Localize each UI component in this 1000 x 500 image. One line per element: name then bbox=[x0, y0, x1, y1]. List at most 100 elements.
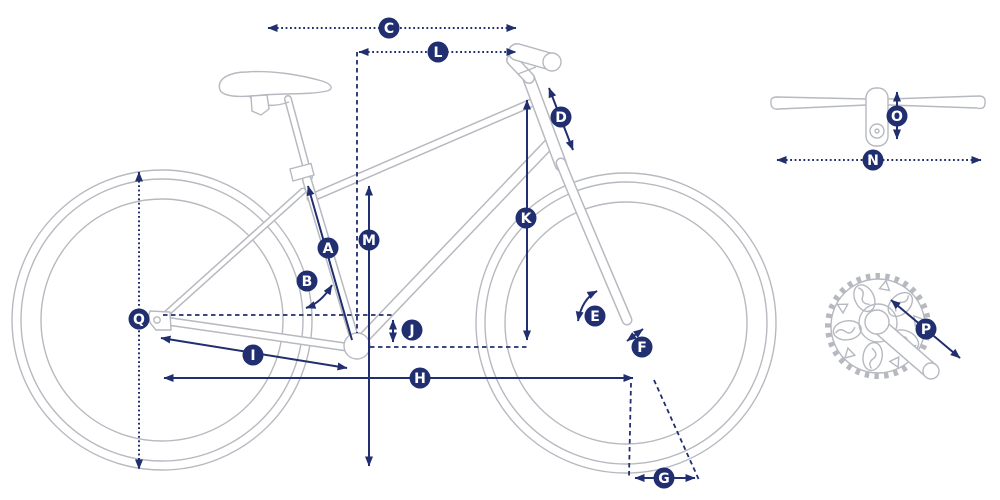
measurement-M: M bbox=[358, 185, 380, 467]
seat-collar bbox=[289, 162, 315, 182]
head-angle-arc bbox=[575, 290, 598, 322]
marker-K-circle bbox=[515, 207, 537, 229]
marker-L-letter: L bbox=[434, 45, 443, 61]
steering-axis-guide bbox=[653, 379, 700, 481]
marker-J: J bbox=[401, 319, 423, 341]
seat-tube-fill bbox=[303, 176, 361, 351]
marker-I-letter: I bbox=[250, 348, 255, 364]
marker-F: F bbox=[631, 336, 653, 358]
cutout-notch bbox=[843, 346, 857, 359]
marker-O-circle bbox=[886, 105, 908, 127]
marker-L-circle bbox=[427, 41, 449, 63]
cutout-detail bbox=[869, 347, 877, 369]
marker-K: K bbox=[515, 207, 537, 229]
marker-N: N bbox=[862, 149, 884, 171]
seatstay-fill bbox=[163, 189, 305, 317]
marker-K-letter: K bbox=[521, 211, 533, 227]
marker-M-circle bbox=[358, 229, 380, 251]
measurement-K: K bbox=[515, 99, 537, 341]
down-tube-fill bbox=[352, 137, 556, 350]
marker-A-letter: A bbox=[323, 241, 334, 257]
marker-E-circle bbox=[584, 305, 606, 327]
measurement-J: J bbox=[389, 319, 423, 343]
measurement-C: C bbox=[267, 17, 517, 39]
handlebar-front-view bbox=[770, 87, 986, 147]
marker-M: M bbox=[358, 229, 380, 251]
rear-triangle bbox=[161, 187, 358, 353]
measurement-D: D bbox=[548, 87, 574, 151]
measurements: A B C D bbox=[128, 17, 982, 489]
cutout-window bbox=[832, 320, 862, 341]
grip-end-cap bbox=[542, 52, 562, 72]
marker-Q-letter: Q bbox=[133, 312, 145, 328]
marker-E: E bbox=[584, 305, 606, 327]
dropout-slot bbox=[153, 316, 161, 324]
stem-fill bbox=[507, 55, 534, 83]
cutout-notch bbox=[836, 303, 849, 315]
marker-O: O bbox=[886, 105, 908, 127]
marker-P-circle bbox=[915, 318, 937, 340]
pedal-hole bbox=[922, 362, 940, 380]
rear-dropout bbox=[148, 310, 172, 331]
marker-G-circle bbox=[653, 467, 675, 489]
measurement-O: O bbox=[886, 91, 908, 140]
marker-C-circle bbox=[378, 17, 400, 39]
measurement-H: H bbox=[163, 367, 634, 389]
cockpit bbox=[506, 43, 562, 84]
front-tire-inner bbox=[484, 181, 768, 465]
headset-spacer bbox=[517, 66, 537, 75]
fork-fill bbox=[557, 159, 631, 324]
rear-tire-inner bbox=[20, 178, 304, 462]
cutout-detail bbox=[834, 326, 856, 334]
marker-A-circle bbox=[317, 237, 339, 259]
stem-bolt-center bbox=[874, 128, 880, 134]
cutout-notch bbox=[888, 355, 900, 369]
main-frame bbox=[284, 72, 633, 352]
saddle bbox=[218, 70, 332, 98]
marker-H: H bbox=[409, 367, 431, 389]
marker-J-circle bbox=[401, 319, 423, 341]
marker-D-letter: D bbox=[555, 110, 567, 126]
seatpost-fill bbox=[285, 96, 312, 180]
seat-tube-arrow bbox=[306, 185, 353, 341]
front-rim bbox=[504, 201, 748, 445]
marker-H-circle bbox=[409, 367, 431, 389]
marker-M-letter: M bbox=[362, 233, 376, 249]
measurement-I: I bbox=[160, 335, 348, 371]
front-wheel bbox=[475, 172, 777, 474]
measurement-F: F bbox=[626, 328, 653, 358]
marker-F-letter: F bbox=[637, 340, 647, 356]
front-tire-outer bbox=[475, 172, 777, 474]
rear-tire-outer bbox=[11, 169, 313, 471]
cutout-detail bbox=[857, 287, 870, 306]
marker-I: I bbox=[242, 344, 264, 366]
bottom-bracket-shell bbox=[343, 332, 371, 360]
marker-B-letter: B bbox=[302, 274, 313, 290]
measurement-B: B bbox=[296, 270, 333, 309]
marker-P-letter: P bbox=[921, 322, 931, 338]
marker-P: P bbox=[915, 318, 937, 340]
rear-wheel bbox=[11, 169, 313, 471]
marker-G-letter: G bbox=[658, 471, 670, 487]
measurement-N: N bbox=[776, 149, 982, 171]
marker-N-circle bbox=[862, 149, 884, 171]
marker-I-circle bbox=[242, 344, 264, 366]
marker-Q: Q bbox=[128, 308, 150, 330]
cutout-notch bbox=[878, 279, 891, 292]
measurement-Q: Q bbox=[128, 171, 150, 470]
marker-E-letter: E bbox=[590, 309, 600, 325]
head-tube-fill bbox=[524, 74, 566, 170]
marker-A: A bbox=[317, 237, 339, 259]
saddle-clamp bbox=[250, 94, 270, 116]
measurement-E: E bbox=[575, 290, 606, 327]
measurement-P: P bbox=[890, 299, 961, 359]
marker-C: C bbox=[378, 17, 400, 39]
trail-vertical-guide bbox=[628, 382, 632, 477]
marker-G: G bbox=[653, 467, 675, 489]
seat-angle-arc bbox=[305, 284, 333, 309]
marker-O-letter: O bbox=[891, 109, 903, 125]
marker-D-circle bbox=[550, 106, 572, 128]
measurement-G: G bbox=[634, 467, 696, 489]
